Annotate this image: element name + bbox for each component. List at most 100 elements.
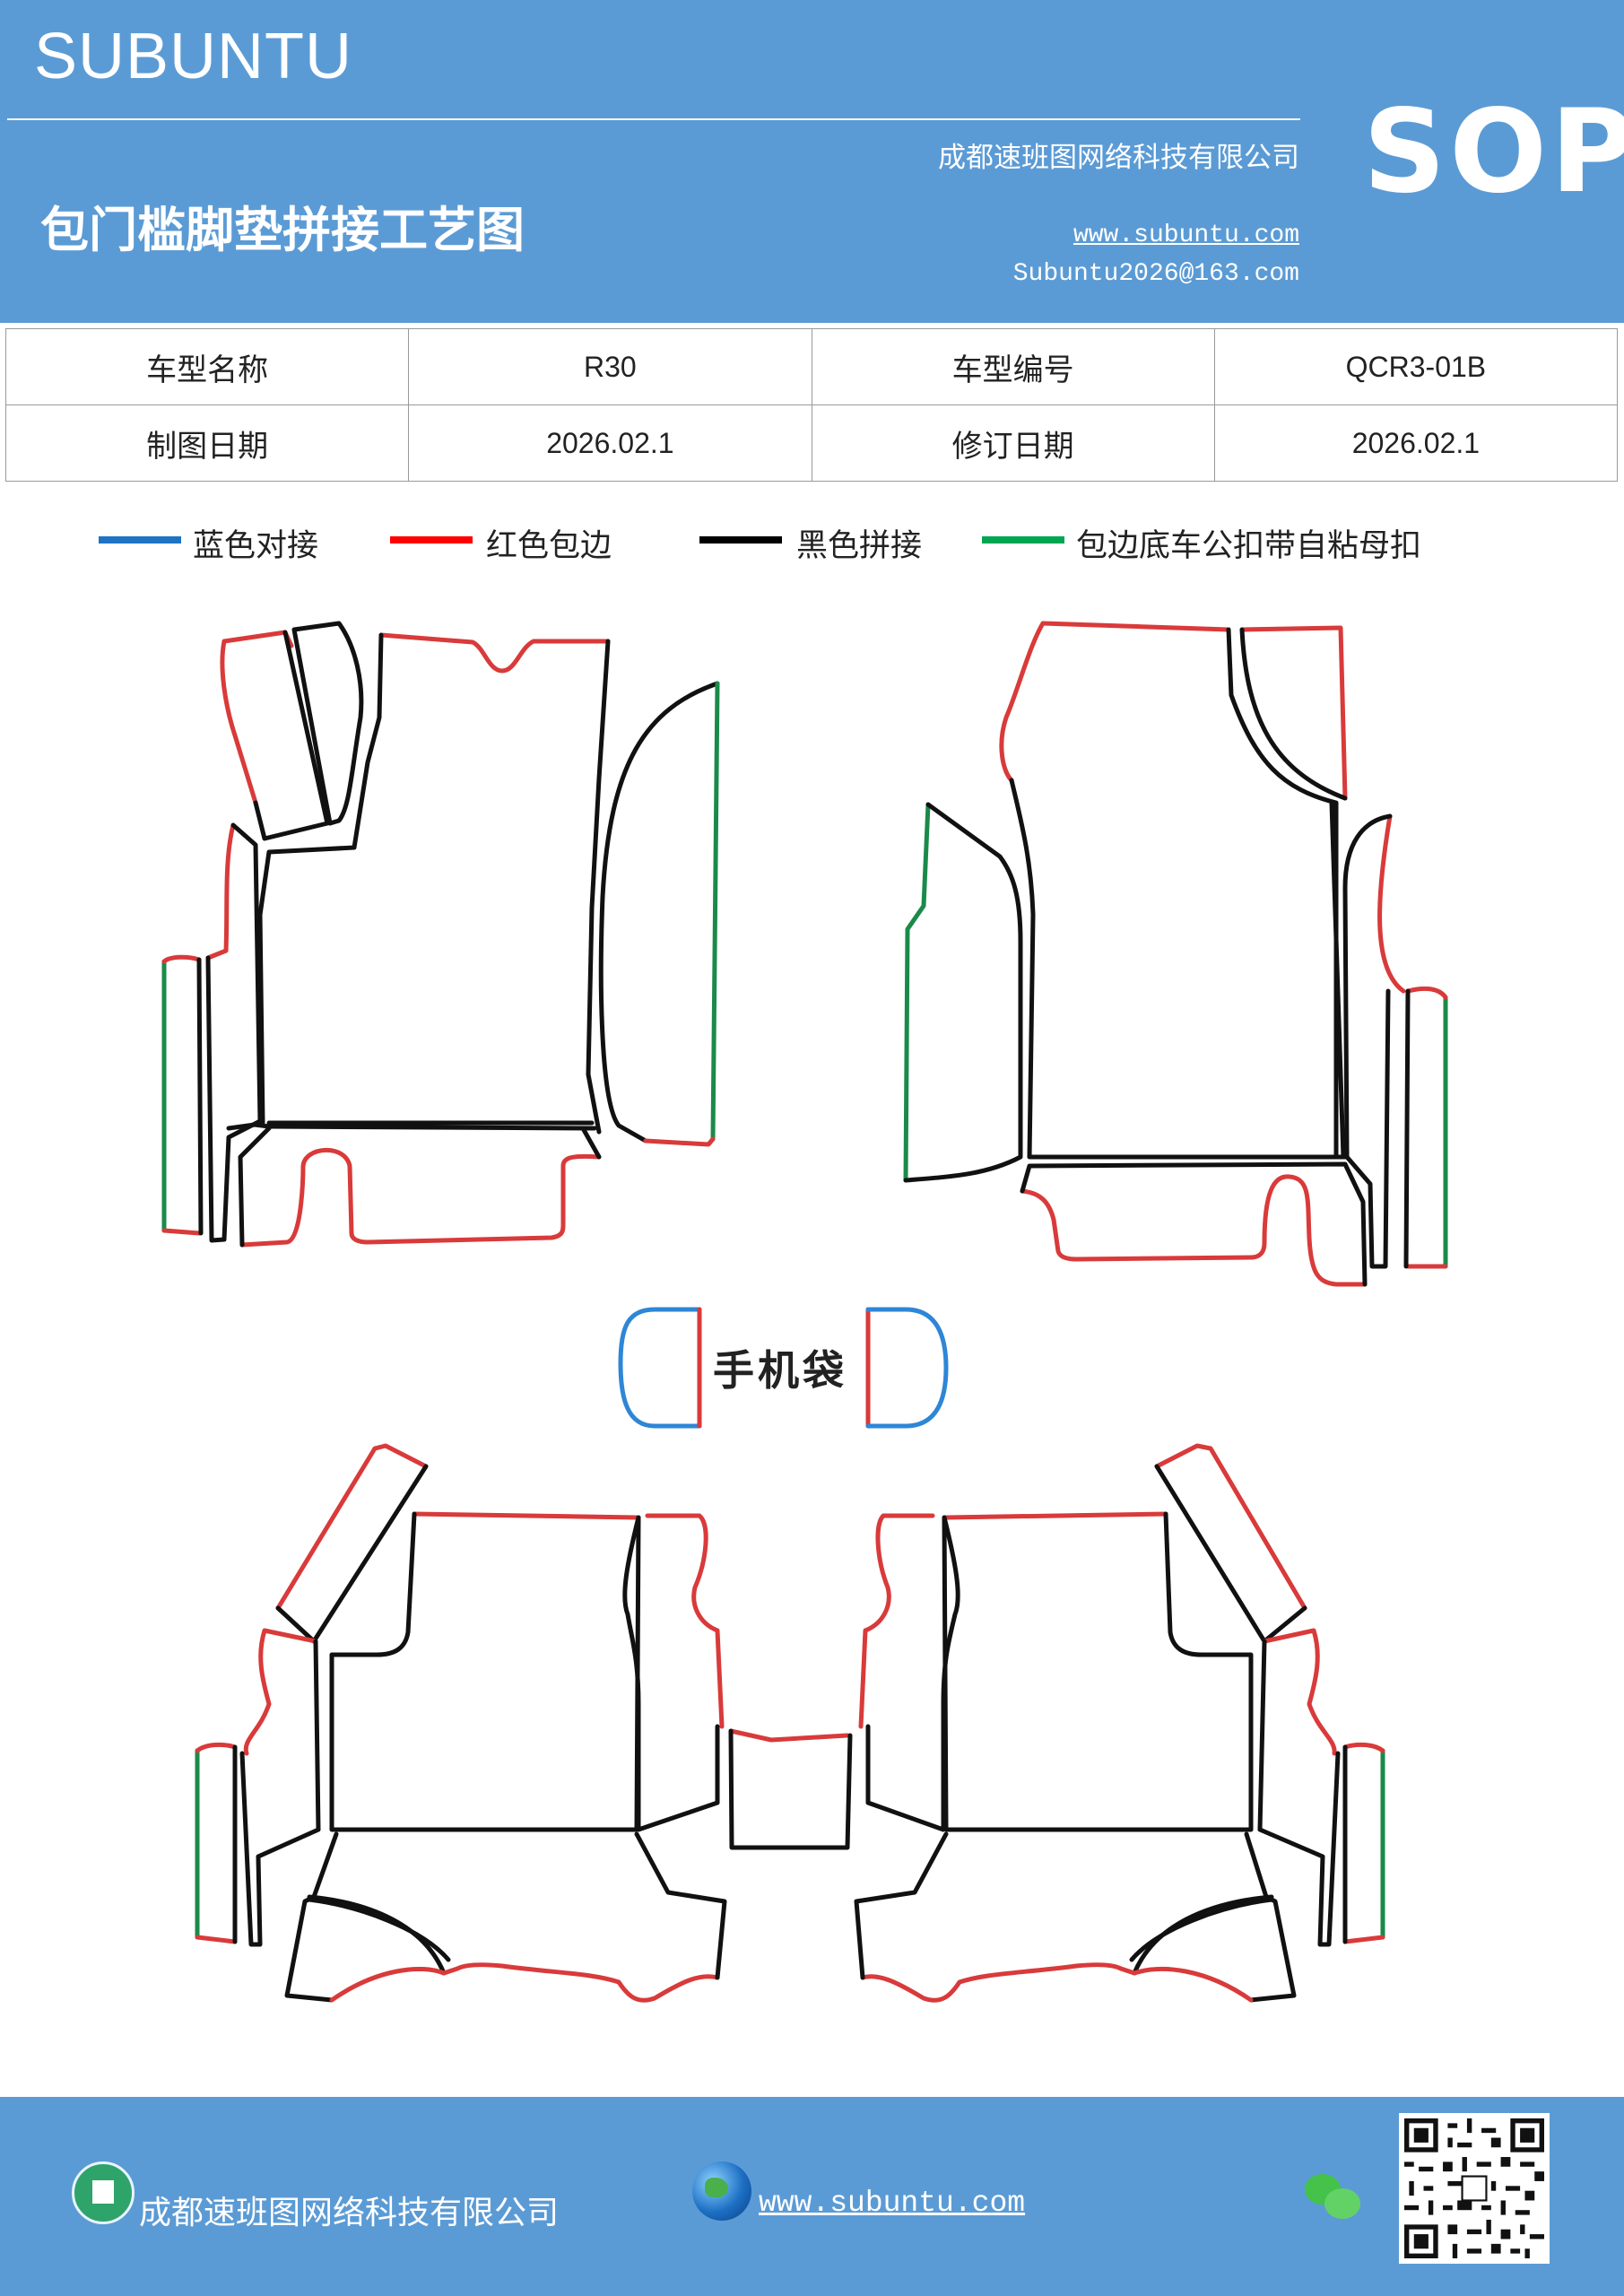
- br-main-seam: [942, 1511, 1254, 1832]
- tl-bottom-seam: [238, 1126, 602, 1248]
- info-label-cell: 车型编号: [811, 328, 1215, 405]
- tr-right-strip-seam: [1239, 627, 1348, 801]
- header-website-link[interactable]: www.subuntu.com: [1073, 222, 1299, 249]
- tr-left-seam: [1009, 778, 1348, 1160]
- legend-label: 蓝色对接: [193, 528, 319, 564]
- info-value-cell: R30: [408, 328, 812, 405]
- tr-side-seam: [903, 802, 1023, 1183]
- bl-strip-seam: [622, 1515, 720, 1832]
- legend-label: 包边底车公扣带自粘母扣: [1076, 528, 1422, 564]
- tr-velcro-piece-seam: [1403, 988, 1411, 1269]
- header-company-name: 成都速班图网络科技有限公司: [938, 142, 1299, 174]
- br-strip-seam: [865, 1515, 960, 1832]
- bl-front-edge: [329, 1962, 720, 2003]
- tl-wedge-outer: [221, 630, 294, 648]
- qr-code: [1399, 2113, 1550, 2264]
- tl-wedge-left: [220, 639, 258, 805]
- info-value-cell: 2026.02.1: [1213, 404, 1619, 482]
- phone-pocket-label: 手机袋: [713, 1346, 847, 1395]
- tr-bottom-edge: [1020, 1174, 1368, 1287]
- sop-badge: SOP: [1363, 85, 1624, 219]
- tr-rside-seam: [1342, 813, 1393, 1269]
- br-side-edge: [1262, 1628, 1337, 1756]
- br-front-edge: [860, 1962, 1254, 2003]
- bl-wedge: [275, 1443, 429, 1611]
- info-label-cell: 车型名称: [4, 328, 410, 405]
- br-front-seam2: [854, 1831, 1274, 1980]
- tl-main-right-seam: [586, 639, 611, 1135]
- tl-door-velcro: [710, 681, 720, 1142]
- tl-main-top-edge: [378, 632, 611, 674]
- bl-velcro-piece-edge: [195, 1742, 238, 1944]
- mat-top-right: [903, 621, 1448, 1287]
- center-tunnel-edge: [728, 1728, 850, 1743]
- tr-right-seam: [1226, 627, 1339, 1160]
- tl-side-edge: [205, 822, 236, 961]
- legend-swatch: [982, 536, 1064, 544]
- tl-wedge-seam: [253, 630, 330, 841]
- bl-strip-edge: [645, 1513, 725, 1729]
- tl-main-left-seam2: [257, 849, 272, 1126]
- tl-bottom-edge: [239, 1147, 602, 1248]
- br-wedge-seam: [1154, 1464, 1307, 1644]
- tl-main-left-seam: [266, 632, 384, 855]
- footer-website-link[interactable]: www.subuntu.com: [759, 2187, 1026, 2220]
- globe-icon: [692, 2161, 751, 2221]
- pocket-right-blue: [865, 1307, 949, 1429]
- tr-left-edge: [999, 621, 1046, 783]
- br-strip-edge: [858, 1513, 935, 1729]
- tr-bottom-seam: [1020, 1161, 1368, 1287]
- tl-side-seam: [205, 822, 263, 1243]
- bl-wedge-seam: [275, 1464, 429, 1644]
- bl-side-seam: [239, 1639, 321, 1947]
- wechat-icon: [1305, 2174, 1362, 2221]
- phone-pocket: [618, 1307, 949, 1429]
- pocket-left-blue: [618, 1307, 702, 1429]
- legend-label: 红色包边: [486, 528, 612, 564]
- bl-top-edge: [412, 1511, 639, 1520]
- tl-front-strip: [226, 1122, 597, 1131]
- info-value-cell: 2026.02.1: [408, 404, 812, 482]
- br-velcro-piece-edge: [1342, 1742, 1385, 1944]
- tr-inner-seam: [1329, 800, 1346, 1160]
- header-divider: [7, 118, 1300, 120]
- brand-logo-text: SUBUNTU: [34, 21, 353, 92]
- tl-velcro-piece-seam: [196, 957, 204, 1236]
- header-banner: SUBUNTU 成都速班图网络科技有限公司 包门槛脚垫拼接工艺图 www.sub…: [0, 0, 1624, 323]
- mat-top-left: [161, 621, 720, 1248]
- tr-rside-edge: [1377, 813, 1406, 994]
- mat-splice-diagram: [161, 621, 1448, 2003]
- tr-right-strip-edge: [1239, 625, 1348, 801]
- info-label-cell: 制图日期: [4, 404, 410, 482]
- bl-main-seam: [329, 1511, 641, 1832]
- info-value-cell: QCR3-01B: [1213, 328, 1619, 405]
- mat-bottom-left: [195, 1443, 853, 2003]
- bl-front-seam2: [307, 1831, 727, 1980]
- tr-side-velcro: [903, 802, 931, 1183]
- tr-velcro-piece-edge: [1405, 986, 1448, 1269]
- tl-wedge2: [291, 621, 364, 826]
- legend-swatch: [99, 536, 181, 544]
- legend-swatch: [699, 536, 782, 544]
- building-icon: [72, 2161, 135, 2224]
- bl-front-seam: [284, 1831, 447, 2003]
- tl-velcro-piece-edge: [161, 954, 202, 1236]
- footer-banner: 成都速班图网络科技有限公司 www.subuntu.com: [0, 2097, 1624, 2296]
- tr-top-edge: [1040, 621, 1231, 632]
- tl-door-edge: [643, 1136, 716, 1147]
- legend-swatch: [390, 536, 473, 544]
- bl-side-edge: [243, 1628, 318, 1756]
- footer-company-name: 成都速班图网络科技有限公司: [139, 2195, 560, 2231]
- tl-door-curve: [598, 681, 720, 1144]
- br-wedge: [1154, 1443, 1307, 1611]
- header-email[interactable]: Subuntu2026@163.com: [1012, 260, 1299, 288]
- legend-label: 黑色拼接: [796, 528, 923, 564]
- info-label-cell: 修订日期: [811, 404, 1215, 482]
- document-title: 包门槛脚垫拼接工艺图: [40, 202, 525, 258]
- qr-code-pattern: [1404, 2118, 1544, 2258]
- br-top-edge: [943, 1511, 1168, 1520]
- center-tunnel-seam: [728, 1728, 853, 1850]
- mat-bottom-right: [854, 1443, 1385, 2003]
